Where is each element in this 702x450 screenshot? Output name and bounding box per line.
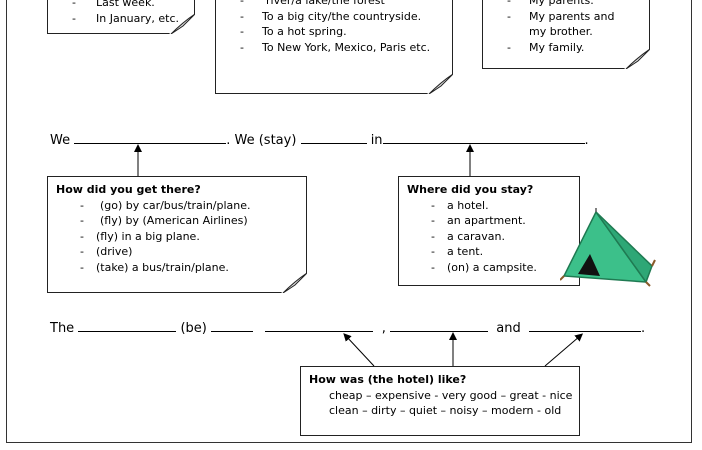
- transport-option: (go) by car/bus/train/plane.: [56, 198, 306, 214]
- accommodation-option: (on) a campsite.: [407, 260, 579, 276]
- arrow-adjective-one: [343, 333, 375, 367]
- blank-adjective-two[interactable]: [389, 319, 488, 332]
- blank-accommodation[interactable]: [382, 131, 585, 144]
- destination-option: To a hot spring.: [216, 24, 452, 40]
- destination-options-box: river/a lake/the forest To a big city/th…: [215, 0, 453, 94]
- destination-option: river/a lake/the forest: [216, 0, 452, 9]
- sentence-one: We . We (stay) in.: [50, 131, 589, 148]
- sentence-period: .: [640, 321, 646, 336]
- companion-option: My family.: [483, 40, 649, 56]
- blank-transport[interactable]: [74, 131, 227, 144]
- blank-adjective-one[interactable]: [265, 319, 374, 332]
- page-curl-icon: [169, 14, 195, 34]
- description-words-line-two: clean – dirty – quiet – noisy – modern -…: [329, 404, 562, 417]
- arrow-adjective-three: [544, 333, 584, 367]
- sentence-word-and: and: [496, 321, 521, 336]
- blank-place[interactable]: [78, 319, 177, 332]
- accommodation-option: a tent.: [407, 244, 579, 260]
- page-curl-icon: [281, 273, 307, 293]
- transport-option: (take) a bus/train/plane.: [56, 260, 306, 276]
- sentence-comma: ,: [381, 321, 386, 336]
- transport-options-box: How did you get there? (go) by car/bus/t…: [47, 176, 307, 293]
- sentence-period: .: [584, 133, 589, 148]
- accommodation-option: a caravan.: [407, 229, 579, 245]
- blank-be-verb[interactable]: [211, 319, 254, 332]
- accommodation-option: an apartment.: [407, 213, 579, 229]
- companion-option-text: My parents and my brother.: [529, 9, 615, 39]
- transport-option: (fly) by (American Airlines): [56, 213, 306, 229]
- sentence-stay: . We (stay): [226, 133, 297, 148]
- blank-adjective-three[interactable]: [528, 319, 641, 332]
- transport-question: How did you get there?: [56, 183, 201, 196]
- description-options-box: How was (the hotel) like? cheap – expens…: [300, 366, 580, 436]
- when-option: In January, etc.: [48, 11, 194, 27]
- sentence-word-in: in: [370, 133, 383, 148]
- transport-option: (fly) in a big plane.: [56, 229, 306, 245]
- when-options-box: Last week. In January, etc.: [47, 0, 195, 34]
- when-option: Last week.: [48, 0, 194, 11]
- sentence-word-be: (be): [180, 321, 207, 336]
- tent-icon: [560, 208, 656, 287]
- sentence-two: The (be) , and .: [50, 319, 645, 336]
- page-curl-icon: [624, 49, 650, 69]
- sentence-word-the: The: [50, 321, 75, 336]
- accommodation-option: a hotel.: [407, 198, 579, 214]
- description-words-line-one: cheap – expensive - very good – great - …: [329, 388, 573, 402]
- blank-stay-verb[interactable]: [300, 131, 367, 144]
- companion-option: My parents and my brother.: [483, 9, 629, 40]
- transport-option: (drive): [56, 244, 306, 260]
- accommodation-question: Where did you stay?: [407, 183, 534, 196]
- companion-option: My parents.: [483, 0, 649, 9]
- accommodation-options-box: Where did you stay? a hotel. an apartmen…: [398, 176, 580, 286]
- sentence-word-we: We: [50, 133, 71, 148]
- companion-options-box: My parents. My parents and my brother. M…: [482, 0, 650, 69]
- page-curl-icon: [427, 74, 453, 94]
- destination-option: To New York, Mexico, Paris etc.: [216, 40, 452, 56]
- destination-option: To a big city/the countryside.: [216, 9, 452, 25]
- description-question: How was (the hotel) like?: [309, 373, 467, 386]
- worksheet-frame: [6, 0, 692, 443]
